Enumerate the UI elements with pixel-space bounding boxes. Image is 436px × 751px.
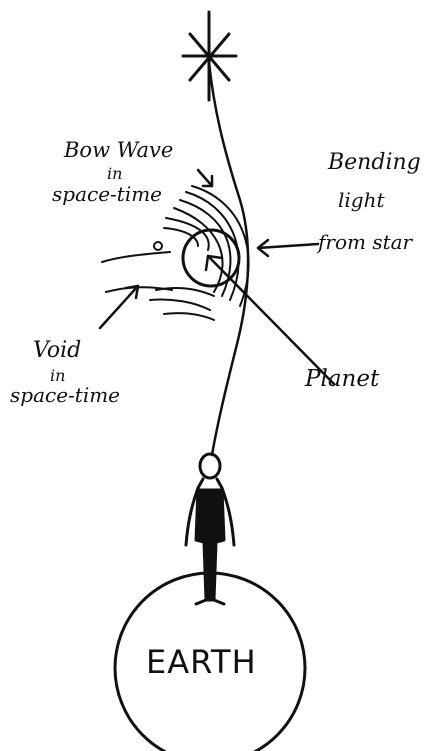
label-earth: EARTH (146, 646, 257, 678)
label-bow-wave: Bow Wave (64, 140, 173, 161)
arrow-bow-wave (198, 170, 212, 186)
label-planet: Planet (305, 368, 379, 391)
light-path (209, 62, 248, 455)
label-bow-wave-space-time: space-time (52, 184, 162, 204)
label-from-star: from star (318, 232, 412, 252)
label-bending: Bending (328, 152, 421, 174)
label-light: light (338, 190, 385, 210)
label-void-space-time: space-time (10, 385, 120, 405)
arrow-planet (206, 256, 334, 384)
void-lines (102, 242, 172, 292)
label-bow-wave-in: in (107, 166, 122, 182)
label-void-in: in (50, 368, 65, 384)
label-void: Void (33, 340, 81, 362)
person-icon (186, 454, 234, 604)
arrow-bending-light (258, 240, 318, 256)
star-icon (183, 12, 236, 100)
